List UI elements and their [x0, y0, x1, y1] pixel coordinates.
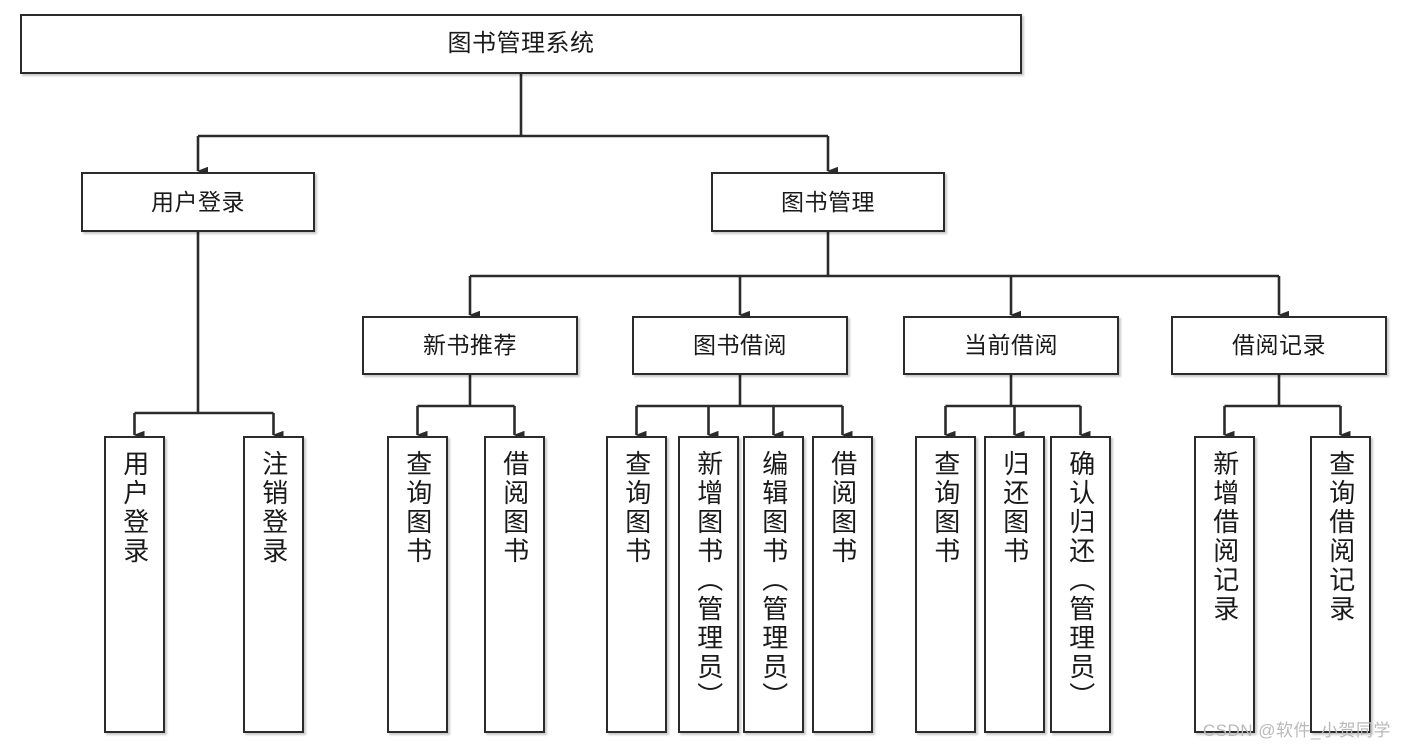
- node-label: 当前借阅: [964, 332, 1058, 359]
- node-label: 新增借阅记录: [1209, 450, 1240, 624]
- leaf-user-login[interactable]: 用户登录: [104, 436, 165, 733]
- node-book-borrow[interactable]: 图书借阅: [632, 316, 848, 375]
- node-book-manage[interactable]: 图书管理: [711, 172, 945, 232]
- leaf-add-book[interactable]: 新增图书（管理员）: [678, 436, 739, 733]
- node-label: 借阅图书: [827, 450, 858, 566]
- leaf-query-book-borrow[interactable]: 查询图书: [606, 436, 667, 733]
- node-borrow-record[interactable]: 借阅记录: [1171, 316, 1387, 375]
- leaf-confirm-return[interactable]: 确认归还（管理员）: [1050, 436, 1111, 733]
- node-label: 确认归还（管理员）: [1065, 450, 1096, 711]
- leaf-query-borrow-record[interactable]: 查询借阅记录: [1310, 436, 1371, 733]
- node-current-borrow[interactable]: 当前借阅: [903, 316, 1119, 375]
- node-label: 图书借阅: [693, 332, 787, 359]
- leaf-query-book-current[interactable]: 查询图书: [915, 436, 976, 733]
- leaf-borrow-book-recommend[interactable]: 借阅图书: [484, 436, 545, 733]
- node-label: 用户登录: [151, 188, 245, 215]
- node-root[interactable]: 图书管理系统: [20, 14, 1022, 74]
- node-new-book-recommend[interactable]: 新书推荐: [362, 316, 578, 375]
- leaf-borrow-book[interactable]: 借阅图书: [812, 436, 873, 733]
- node-label: 编辑图书（管理员）: [758, 450, 789, 711]
- node-label: 注销登录: [258, 450, 289, 566]
- leaf-query-book-recommend[interactable]: 查询图书: [387, 436, 448, 733]
- node-label: 新增图书（管理员）: [693, 450, 724, 711]
- node-label: 查询图书: [402, 450, 433, 566]
- node-label: 图书管理: [781, 188, 875, 215]
- node-user-login[interactable]: 用户登录: [81, 172, 315, 232]
- leaf-edit-book[interactable]: 编辑图书（管理员）: [743, 436, 804, 733]
- node-label: 借阅图书: [499, 450, 530, 566]
- node-label: 查询借阅记录: [1325, 450, 1356, 624]
- leaf-return-book[interactable]: 归还图书: [984, 436, 1045, 733]
- leaf-logout[interactable]: 注销登录: [243, 436, 304, 733]
- node-label: 查询图书: [621, 450, 652, 566]
- node-label: 查询图书: [930, 450, 961, 566]
- node-label: 归还图书: [999, 450, 1030, 566]
- node-label: 借阅记录: [1232, 332, 1326, 359]
- leaf-add-borrow-record[interactable]: 新增借阅记录: [1194, 436, 1255, 733]
- node-label: 用户登录: [119, 450, 150, 566]
- node-label: 图书管理系统: [447, 30, 595, 58]
- watermark: CSDN @软件_小贺同学: [1202, 721, 1391, 740]
- node-label: 新书推荐: [423, 332, 517, 359]
